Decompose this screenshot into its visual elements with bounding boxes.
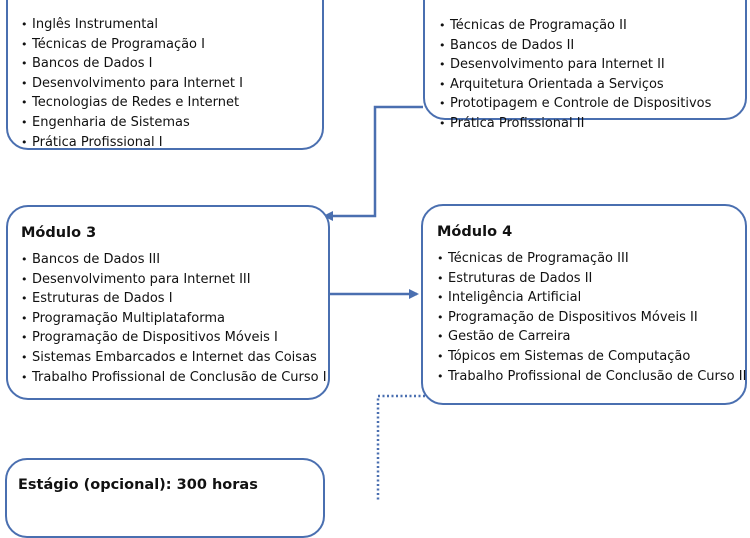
course-item: Programação de Dispositivos Móveis I	[21, 328, 328, 348]
course-item: Programação Multiplataforma	[21, 309, 328, 329]
course-item: Trabalho Profissional de Conclusão de Cu…	[437, 367, 746, 387]
course-item: Técnicas de Programação II	[439, 16, 745, 36]
course-item: Tópicos em Sistemas de Computação	[437, 347, 745, 367]
course-item: Bancos de Dados II	[439, 36, 745, 56]
course-item: Inglês Instrumental	[21, 15, 322, 35]
course-list: Bancos de Dados IIIDesenvolvimento para …	[21, 250, 328, 387]
course-item: Prática Profissional I	[21, 133, 322, 153]
course-list: Técnicas de Programação IIBancos de Dado…	[439, 16, 745, 134]
course-item: Técnicas de Programação III	[437, 249, 745, 269]
course-list: Inglês InstrumentalTécnicas de Programaç…	[21, 15, 322, 152]
course-item: Bancos de Dados III	[21, 250, 328, 270]
module-4-box: Módulo 4 Técnicas de Programação IIIEstr…	[421, 204, 747, 405]
course-item: Estruturas de Dados II	[437, 269, 745, 289]
connector-layer	[323, 105, 425, 500]
course-item: Bancos de Dados I	[21, 54, 322, 74]
course-item: Estruturas de Dados I	[21, 289, 328, 309]
course-list: Técnicas de Programação IIIEstruturas de…	[437, 249, 746, 387]
module-1-box: Inglês InstrumentalTécnicas de Programaç…	[6, 0, 324, 150]
course-item: Inteligência Artificial	[437, 288, 745, 308]
course-item: Técnicas de Programação I	[21, 35, 322, 55]
course-item: Tecnologias de Redes e Internet	[21, 93, 322, 113]
course-item: Engenharia de Sistemas	[21, 113, 322, 133]
arrow-module2-to-module3	[323, 105, 423, 221]
course-item: Desenvolvimento para Internet III	[21, 270, 328, 290]
course-item: Sistemas Embarcados e Internet das Coisa…	[21, 348, 328, 368]
module-title: Módulo 3	[21, 225, 97, 241]
course-item: Desenvolvimento para Internet I	[21, 74, 322, 94]
course-item: Gestão de Carreira	[437, 327, 745, 347]
module-2-box: Técnicas de Programação IIBancos de Dado…	[423, 0, 747, 131]
course-item: Prática Profissional II	[439, 114, 745, 134]
module-title: Módulo 4	[437, 224, 513, 240]
course-item: Programação de Dispositivos Móveis II	[437, 308, 745, 328]
internship-box: Estágio (opcional): 300 horas	[5, 458, 325, 538]
internship-title: Estágio (opcional): 300 horas	[18, 477, 258, 493]
course-item: Desenvolvimento para Internet II	[439, 55, 745, 75]
module-3-box: Módulo 3 Bancos de Dados IIIDesenvolvime…	[6, 205, 330, 400]
course-item: Trabalho Profissional de Conclusão de Cu…	[21, 368, 328, 388]
dotted-connector-module4-to-internship	[376, 394, 425, 500]
course-item: Prototipagem e Controle de Dispositivos	[439, 94, 745, 114]
course-item: Arquitetura Orientada a Serviços	[439, 75, 745, 95]
